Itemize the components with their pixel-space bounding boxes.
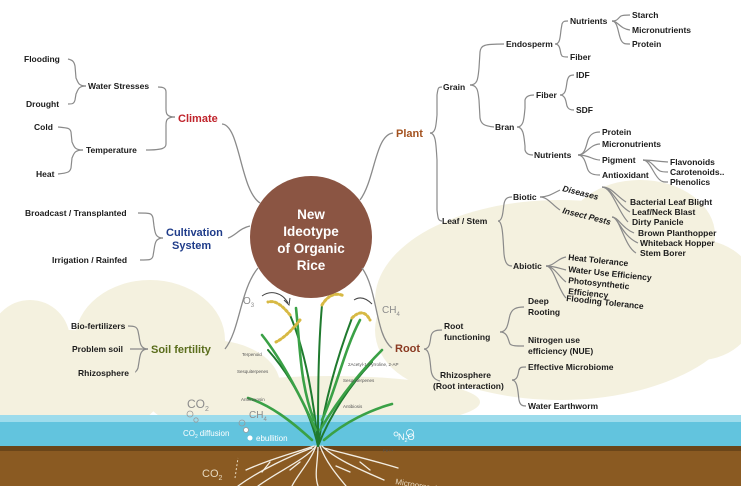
phenolics-label: Phenolics: [670, 177, 710, 187]
ch4-label: CH4: [382, 305, 400, 318]
bio-fertilizers-label: Bio-fertilizers: [71, 321, 126, 331]
bran-protein-label: Protein: [602, 127, 631, 137]
cultivation-label-1: Cultivation: [166, 227, 223, 239]
tiny-labels: Terpenoid Sesquiterpenes Anthraxosin Ant…: [237, 352, 452, 486]
center-line-4: Rice: [297, 258, 326, 273]
soil-fertility-label: Soil fertility: [151, 344, 212, 356]
sesquiterpenes-right-label: Sesquiterpenes: [343, 378, 375, 383]
biotic-label: Biotic: [513, 192, 537, 202]
bran-label: Bran: [495, 122, 514, 132]
water-surface: [0, 415, 741, 422]
rice-plant: [246, 292, 394, 447]
grain-label: Grain: [443, 82, 465, 92]
antibiosis-label: Antibiosis: [343, 404, 363, 409]
acetyl-pyrroline-label: 2Acetyl-1-Pyrroline, 2-AP: [348, 362, 399, 367]
pigment-label: Pigment: [602, 155, 636, 165]
o3-label: O3: [243, 296, 255, 309]
root-functioning-label-2: functioning: [444, 332, 490, 342]
rhizosphere-root-label-1: Rhizosphere: [440, 370, 491, 380]
efficiency-label: Efficiency: [568, 286, 609, 300]
deep-rooting-label-1: Deep: [528, 296, 549, 306]
broadcast-transplanted-label: Broadcast / Transplanted: [25, 208, 127, 218]
brown-planthopper-label: Brown Planthopper: [638, 228, 717, 238]
effective-microbiome-label: Effective Microbiome: [528, 362, 614, 372]
rhizosphere-soil-label: Rhizosphere: [78, 368, 129, 378]
carotenoids-label: Carotenoids..: [670, 167, 724, 177]
center-line-3: of Organic: [277, 241, 345, 256]
flavonoids-label: Flavonoids: [670, 157, 715, 167]
bran-micronutrients-label: Micronutrients: [602, 139, 661, 149]
ch4-water-label: CH4: [249, 410, 267, 423]
soil-branch: Bio-fertilizers Problem soil Rhizosphere: [71, 321, 149, 378]
rice-roots: [237, 445, 399, 486]
co2-label: CO2: [187, 397, 209, 413]
stem-borer-label: Stem Borer: [640, 248, 687, 258]
nue-label-1: Nitrogen use: [528, 335, 580, 345]
bacterial-leaf-blight-label: Bacterial Leaf Blight: [630, 197, 712, 207]
abiotic-label: Abiotic: [513, 261, 542, 271]
terpenoid-label: Terpenoid: [242, 352, 262, 357]
irrigation-rainfed-label: Irrigation / Rainfed: [52, 255, 127, 265]
idf-label: IDF: [576, 70, 590, 80]
sdf-label: SDF: [576, 105, 593, 115]
leaf-neck-blast-label: Leaf/Neck Blast: [632, 207, 695, 217]
root-branch: Root functioning Deep Rooting Nitrogen u…: [423, 296, 614, 411]
center-line-1: New: [297, 207, 325, 222]
starch-label: Starch: [632, 10, 658, 20]
cultivation-label-2: System: [172, 240, 211, 252]
sesquiterpenes-left-label: Sesquiterpenes: [237, 369, 269, 374]
drought-label: Drought: [26, 99, 59, 109]
bran-nutrients-label: Nutrients: [534, 150, 572, 160]
center-line-2: Ideotype: [283, 224, 339, 239]
cold-label: Cold: [34, 122, 53, 132]
flooding-label: Flooding: [24, 54, 60, 64]
water-stresses-label: Water Stresses: [88, 81, 149, 91]
fe-label: Fe++: [383, 448, 394, 453]
plant-label: Plant: [396, 128, 423, 140]
endosperm-nutrients-label: Nutrients: [570, 16, 608, 26]
endosperm-label: Endosperm: [506, 39, 553, 49]
bran-fiber-label: Fiber: [536, 90, 557, 100]
endosperm-protein-label: Protein: [632, 39, 661, 49]
plant-branch: Grain Endosperm Nutrients Starch Micronu…: [429, 10, 724, 311]
root-label: Root: [395, 343, 420, 355]
diseases-label: Diseases: [562, 183, 600, 202]
dirty-panicle-label: Dirty Panicle: [632, 217, 684, 227]
root-functioning-label-1: Root: [444, 321, 464, 331]
cultivation-branch: Broadcast / Transplanted Irrigation / Ra…: [25, 208, 164, 265]
center-node: New Ideotype of Organic Rice: [250, 176, 372, 298]
endosperm-fiber-label: Fiber: [570, 52, 591, 62]
water-earthworm-label: Water Earthworm: [528, 401, 599, 411]
heat-label: Heat: [36, 169, 55, 179]
background-clouds: [0, 180, 741, 440]
ground-co2-label: CO2: [202, 468, 223, 482]
microorganisms-label: Microorganisms: [395, 477, 452, 486]
endosperm-micronutrients-label: Micronutrients: [632, 25, 691, 35]
deep-rooting-label-2: Rooting: [528, 307, 560, 317]
problem-soil-label: Problem soil: [72, 344, 123, 354]
main-connectors: [221, 123, 394, 350]
nue-label-2: efficiency (NUE): [528, 346, 593, 356]
leaf-stem-label: Leaf / Stem: [442, 216, 488, 226]
anthraxosin-label: Anthraxosin: [241, 397, 265, 402]
soil-top-edge: [0, 446, 741, 451]
climate-label: Climate: [178, 113, 218, 125]
n2o-label: N2O: [398, 432, 415, 444]
climate-branch: Water Stresses Flooding Drought Temperat…: [24, 54, 176, 179]
temperature-label: Temperature: [86, 145, 137, 155]
soil-ground: [0, 446, 741, 486]
rhizosphere-root-label-2: (Root interaction): [433, 381, 504, 391]
whiteback-hopper-label: Whiteback Hopper: [640, 238, 715, 248]
antioxidant-label: Antioxidant: [602, 170, 649, 180]
ebullition-label: ebullition: [256, 434, 288, 443]
